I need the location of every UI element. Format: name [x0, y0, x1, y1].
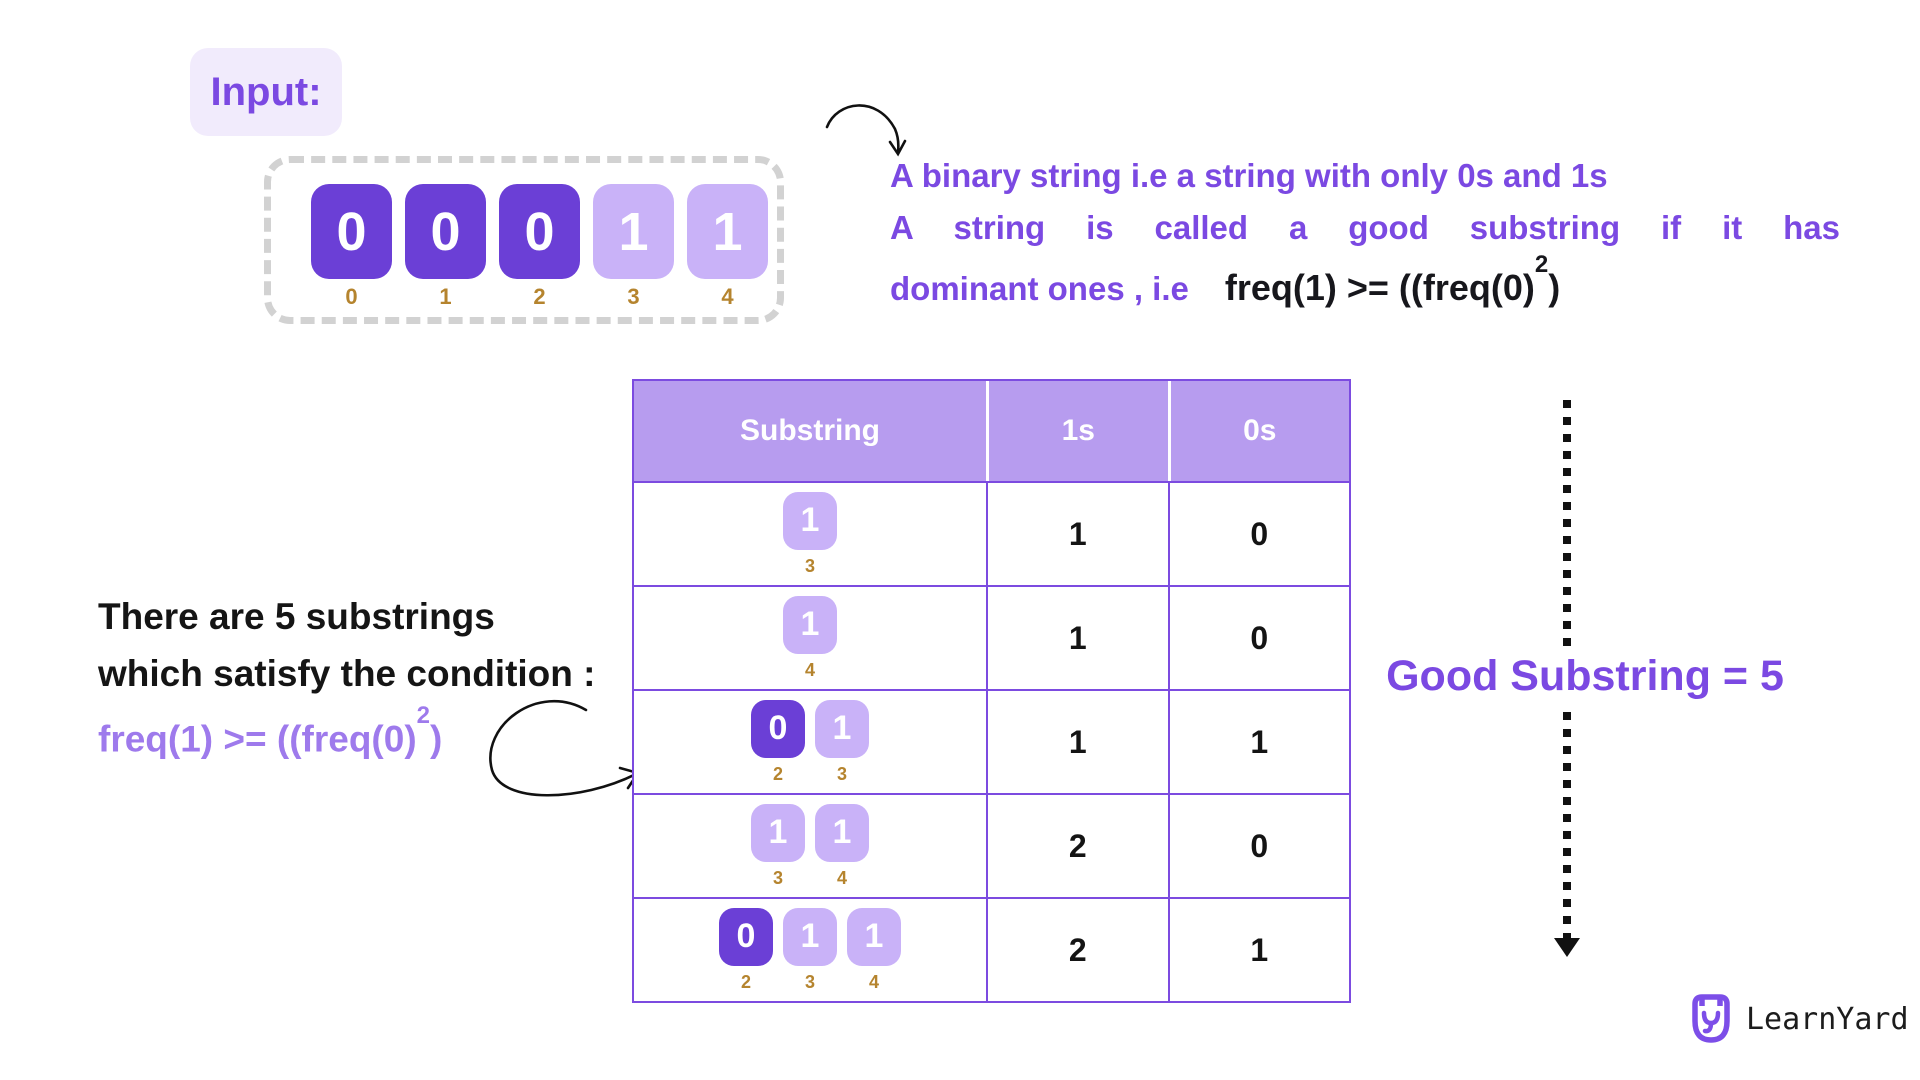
dotted-arrow-line: [1563, 400, 1571, 647]
brand-logo: LearnYard: [1688, 993, 1909, 1045]
dotted-arrow-line: [1563, 712, 1571, 938]
description-prefix: dominant ones , i.e: [890, 270, 1189, 307]
substring-tile: 1: [815, 803, 869, 862]
tile-index: 3: [836, 763, 847, 784]
substring-tile: 0: [751, 699, 805, 758]
input-tile: 0: [311, 184, 392, 279]
input-array-container: 0 0 0 1 0 2 1 3 1 4: [264, 156, 784, 324]
arrowhead-down-icon: [1554, 938, 1580, 957]
tile-index: 3: [804, 971, 815, 992]
substring-cell: 1 4: [783, 595, 837, 681]
table-row: 1 4 1 0: [634, 585, 1349, 689]
substring-cell: 1 3: [751, 803, 805, 889]
tile-index: 4: [721, 284, 734, 309]
input-cell: 1 4: [687, 184, 768, 317]
tile-index: 2: [740, 971, 751, 992]
zeros-count: 1: [1167, 691, 1350, 793]
brand-name: LearnYard: [1746, 1001, 1909, 1037]
table-header-row: Substring 1s 0s: [634, 381, 1349, 481]
substring-tile: 1: [847, 907, 901, 966]
ones-count: 2: [986, 899, 1168, 1001]
substring-cell: 0 2: [719, 907, 773, 993]
tile-index: 0: [345, 284, 358, 309]
substring-tile: 1: [783, 595, 837, 654]
problem-description: A binary string i.e a string with only 0…: [890, 150, 1840, 315]
ones-count: 1: [986, 483, 1168, 585]
substring-cell: 1 4: [847, 907, 901, 993]
description-line: A binary string i.e a string with only 0…: [890, 157, 1608, 194]
description-line: dominant ones , i.e freq(1) >= ((freq(0)…: [890, 251, 1840, 315]
learnyard-shield-icon: [1692, 994, 1730, 1043]
input-cell: 0 2: [499, 184, 580, 317]
curved-arrow-icon: [825, 104, 907, 157]
ones-count: 1: [986, 587, 1168, 689]
input-tile: 1: [687, 184, 768, 279]
input-tile: 0: [405, 184, 486, 279]
substring-tile: 1: [815, 699, 869, 758]
tile-index: 3: [627, 284, 640, 309]
tile-index: 3: [804, 555, 815, 576]
input-tile: 0: [499, 184, 580, 279]
input-cell: 0 0: [311, 184, 392, 317]
tile-index: 2: [772, 763, 783, 784]
result-label: Good Substring = 5: [1386, 652, 1784, 700]
substring-tile: 1: [751, 803, 805, 862]
zeros-count: 0: [1167, 483, 1350, 585]
substring-tile: 1: [783, 907, 837, 966]
zeros-count: 0: [1167, 587, 1350, 689]
tile-index: 4: [868, 971, 879, 992]
substring-cell: 1 3: [783, 907, 837, 993]
substring-cell: 1 3: [783, 491, 837, 577]
tile-index: 4: [804, 659, 815, 680]
header-ones: 1s: [986, 381, 1168, 481]
note-line: which satisfy the condition :: [98, 653, 596, 694]
description-line: A string is called a good substring if i…: [890, 209, 1840, 246]
substring-tile: 1: [783, 491, 837, 550]
header-substring: Substring: [740, 414, 880, 447]
table-row: 0 2 1 3 1 1: [634, 689, 1349, 793]
tile-index: 3: [772, 867, 783, 888]
loop-arrow-icon: [489, 699, 641, 797]
ones-count: 1: [986, 691, 1168, 793]
substring-tile: 0: [719, 907, 773, 966]
header-zeros: 0s: [1167, 381, 1350, 481]
input-cell: 0 1: [405, 184, 486, 317]
dominance-formula: freq(1) >= ((freq(0)2): [1224, 251, 1561, 308]
zeros-count: 0: [1167, 795, 1350, 897]
substring-cell: 1 3: [815, 699, 869, 785]
tile-index: 2: [533, 284, 546, 309]
tile-index: 4: [836, 867, 847, 888]
substring-cell: 0 2: [751, 699, 805, 785]
note-text: There are 5 substrings which satisfy the…: [98, 588, 618, 767]
substring-cell: 1 4: [815, 803, 869, 889]
table-row: 0 2 1 3 1 4 2 1: [634, 897, 1349, 1001]
input-cell: 1 3: [593, 184, 674, 317]
note-line: There are 5 substrings: [98, 596, 495, 637]
condition-formula: freq(1) >= ((freq(0)2): [98, 702, 443, 760]
table-row: 1 3 1 4 2 0: [634, 793, 1349, 897]
substring-table: Substring 1s 0s 1 3 1 0 1 4 1 0: [632, 379, 1351, 1003]
input-label: Input:: [190, 48, 342, 136]
input-tile: 1: [593, 184, 674, 279]
table-row: 1 3 1 0: [634, 481, 1349, 585]
ones-count: 2: [986, 795, 1168, 897]
zeros-count: 1: [1167, 899, 1350, 1001]
tile-index: 1: [439, 284, 452, 309]
